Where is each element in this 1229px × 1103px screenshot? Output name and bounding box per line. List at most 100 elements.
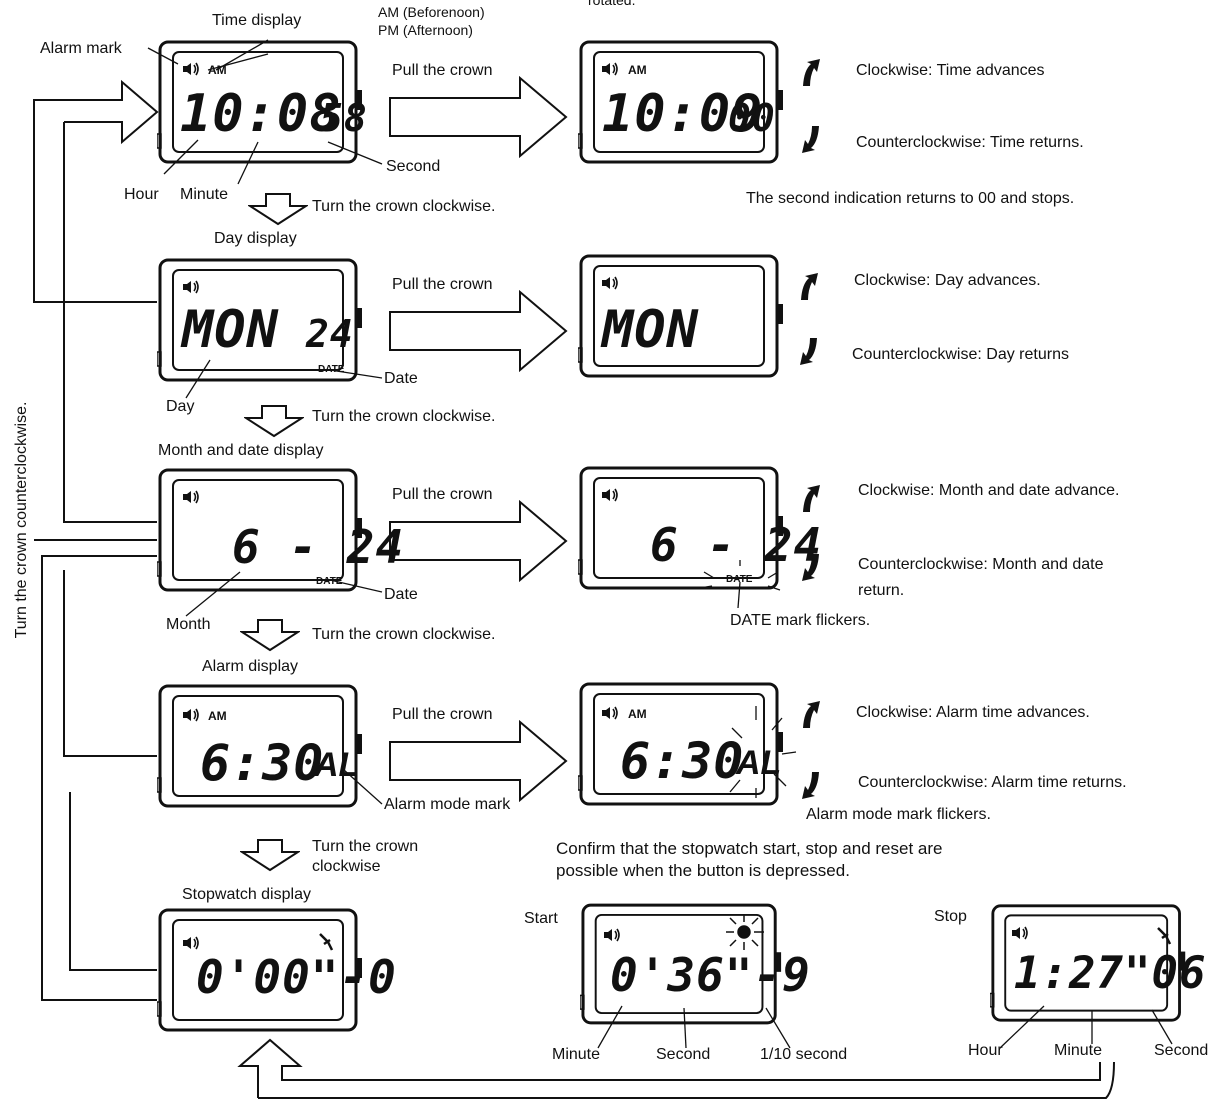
am-mark: AM — [208, 63, 227, 77]
bell-icon — [601, 62, 618, 76]
turn-cw-label-1: Turn the crown clockwise. — [312, 198, 496, 215]
time-note: The second indication returns to 00 and … — [746, 190, 1075, 207]
month-title: Month and date display — [158, 442, 324, 459]
turn-cw-label-2: Turn the crown clockwise. — [312, 408, 496, 425]
down-arrow — [249, 193, 307, 225]
alarm-digits: 6:30 — [200, 734, 325, 792]
day-date-num: 24 — [306, 312, 354, 356]
bell-icon — [182, 280, 199, 294]
pull-arrow — [389, 291, 567, 371]
clockwise-icon — [801, 273, 818, 300]
bell-icon — [1011, 926, 1028, 940]
top-text: rotated. — [588, 0, 636, 8]
pull-crown-label-4: Pull the crown — [392, 706, 493, 723]
day-ccw-text: Counterclockwise: Day returns — [852, 346, 1069, 363]
date-flicker-note: DATE mark flickers. — [730, 612, 871, 629]
turn-cw-label-3: Turn the crown clockwise. — [312, 626, 496, 643]
stop-label: Stop — [934, 908, 967, 925]
alarm-cw-text: Clockwise: Alarm time advances. — [856, 704, 1090, 721]
confirm-line-1: Confirm that the stopwatch start, stop a… — [556, 839, 943, 858]
counterclockwise-icon — [802, 772, 819, 799]
stopwatch-icon — [1157, 927, 1172, 945]
minute-label: Minute — [180, 186, 229, 203]
am-label: AM (Beforenoon) — [378, 4, 485, 20]
start-tenth-label: 1/10 second — [760, 1046, 848, 1063]
month-ccw-text-1: Counterclockwise: Month and date — [858, 556, 1104, 573]
confirm-line-2: possible when the button is depressed. — [556, 861, 850, 880]
time-digits: 10:08 — [180, 84, 342, 144]
stop-digits: 1:27"06 — [1014, 948, 1207, 999]
date-mark: DATE — [316, 576, 343, 587]
down-arrow — [245, 405, 303, 437]
time-title: Time display — [212, 12, 302, 29]
turn-cw-line-2: clockwise — [312, 858, 381, 875]
alarm-flicker-note: Alarm mode mark flickers. — [806, 806, 991, 823]
turn-cw-line-1: Turn the crown — [312, 838, 419, 855]
am-mark: AM — [208, 709, 227, 723]
bell-icon — [182, 490, 199, 504]
date-mark-flicker: DATE — [726, 574, 753, 585]
al-mark-flicker: AL — [736, 744, 782, 782]
stopwatch-title: Stopwatch display — [182, 886, 311, 903]
month-date-label: Date — [384, 586, 418, 603]
time-cw-text: Clockwise: Time advances — [856, 62, 1045, 79]
alarm-mode-label: Alarm mode mark — [384, 796, 511, 813]
down-arrow — [241, 839, 299, 871]
clockwise-icon — [803, 485, 820, 512]
bell-icon — [601, 706, 618, 720]
pull-arrow — [389, 77, 567, 157]
bell-icon — [182, 708, 199, 722]
bell-icon — [601, 488, 618, 502]
al-mark: AL — [314, 746, 360, 784]
clockwise-icon — [803, 59, 820, 86]
day-date-label: Date — [384, 370, 418, 387]
counterclockwise-icon — [802, 126, 819, 153]
bottom-return-flow — [237, 1038, 1115, 1099]
pm-label: PM (Afternoon) — [378, 22, 473, 38]
day-set-digits: MON — [602, 300, 699, 360]
pull-arrow — [389, 501, 567, 581]
time-seconds: 58 — [320, 96, 368, 140]
pull-crown-label-3: Pull the crown — [392, 486, 493, 503]
day-label: Day — [166, 398, 195, 415]
month-set-digits: 6 - 24 — [650, 518, 823, 572]
clockwise-icon — [803, 701, 820, 728]
alarm-title: Alarm display — [202, 658, 299, 675]
time-set-digits: 10:09 — [602, 84, 764, 144]
down-arrow — [241, 619, 299, 651]
stopwatch-icon — [319, 933, 334, 951]
turn-ccw-vertical-label: Turn the crown counterclockwise. — [13, 401, 30, 639]
pull-crown-label-1: Pull the crown — [392, 62, 493, 79]
day-cw-text: Clockwise: Day advances. — [854, 272, 1041, 289]
month-cw-text: Clockwise: Month and date advance. — [858, 482, 1120, 499]
bell-icon — [182, 936, 199, 950]
bell-icon — [601, 276, 618, 290]
month-ccw-text-2: return. — [858, 582, 905, 599]
time-set-seconds: 00 — [728, 96, 776, 140]
start-digits: 0'36"-9 — [610, 948, 811, 1002]
start-second-label: Second — [656, 1046, 711, 1063]
stop-second-label: Second — [1154, 1042, 1209, 1059]
day-digits: MON — [182, 300, 279, 360]
day-title: Day display — [214, 230, 297, 247]
bell-icon — [603, 928, 620, 942]
leader-lines — [147, 39, 1173, 1049]
start-minute-label: Minute — [552, 1046, 601, 1063]
pull-arrow — [389, 721, 567, 801]
counterclockwise-icon — [800, 338, 817, 365]
date-mark: DATE — [318, 364, 345, 375]
stop-minute-label: Minute — [1054, 1042, 1103, 1059]
alarm-mark-label: Alarm mark — [40, 40, 122, 57]
am-mark-set: AM — [628, 707, 647, 721]
bell-icon — [182, 62, 199, 76]
time-ccw-text: Counterclockwise: Time returns. — [856, 134, 1084, 151]
month-digits: 6 - 24 — [232, 520, 405, 574]
am-mark-set: AM — [628, 63, 647, 77]
stopwatch-digits: 0'00"-0 — [196, 950, 397, 1004]
start-label: Start — [524, 910, 558, 927]
alarm-set-digits: 6:30 — [620, 732, 745, 790]
month-label: Month — [166, 616, 211, 633]
second-label: Second — [386, 158, 441, 175]
alarm-ccw-text: Counterclockwise: Alarm time returns. — [858, 774, 1127, 791]
